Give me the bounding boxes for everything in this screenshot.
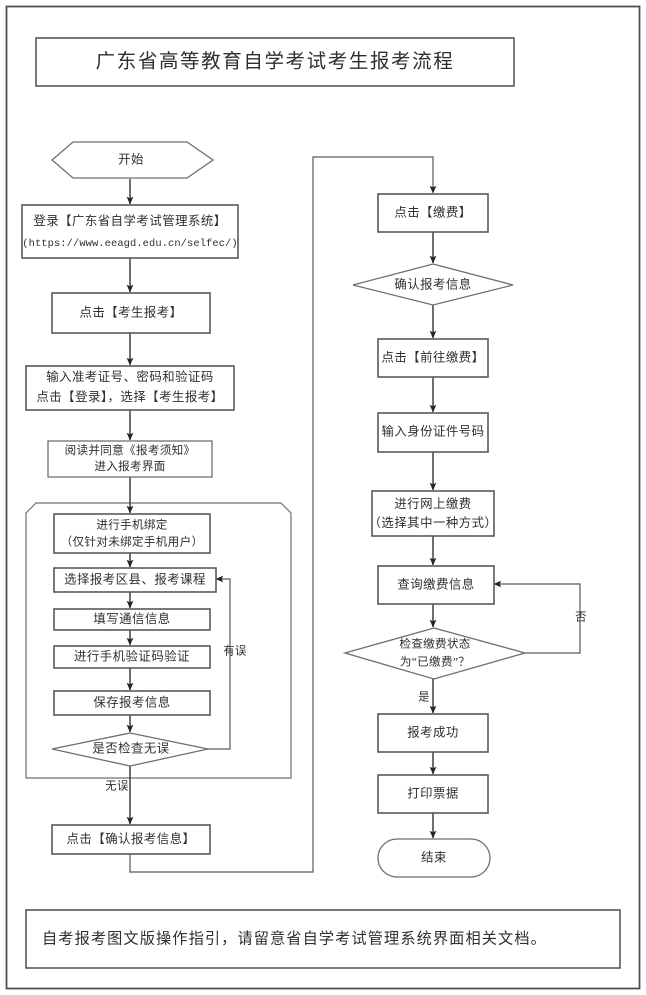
node-online-pay[interactable]: 进行网上缴费 （选择其中一种方式） — [369, 490, 498, 537]
node-select-course-label: 选择报考区县、报考课程 — [64, 571, 206, 586]
page-title: 广东省高等教育自学考试考生报考流程 — [96, 50, 455, 72]
node-check-paid-label2: 为“已缴费”？ — [400, 655, 470, 669]
node-read-notice-label: 阅读并同意《报考须知》 — [65, 443, 196, 457]
node-end-label: 结束 — [421, 850, 447, 864]
node-end[interactable]: 结束 — [377, 838, 491, 878]
node-bind-phone[interactable]: 进行手机绑定 （仅针对未绑定手机用户） — [53, 513, 211, 554]
node-bind-phone-label: 进行手机绑定 — [96, 518, 167, 532]
node-login-url: (https://www.eeagd.edu.cn/selfec/) — [22, 238, 237, 250]
page-border — [5, 5, 641, 990]
node-success-label: 报考成功 — [407, 724, 459, 739]
node-start-label: 开始 — [118, 152, 144, 166]
node-goto-pay[interactable]: 点击【前往缴费】 — [377, 338, 489, 378]
node-verify-sms[interactable]: 进行手机验证码验证 — [53, 645, 211, 669]
connector-check-ok-youwu-loop — [208, 575, 231, 750]
node-confirm-info[interactable]: 点击【确认报考信息】 — [51, 824, 211, 855]
node-print-label: 打印票据 — [407, 786, 459, 800]
edge-label-shi: 是 — [418, 691, 430, 704]
connector-confirm-info-to-click-pay — [129, 156, 437, 873]
node-check-paid-label: 检查缴费状态 — [399, 637, 470, 651]
node-fill-contact-label: 填写通信信息 — [93, 611, 170, 626]
node-save-info-label: 保存报考信息 — [93, 694, 170, 709]
node-select-course[interactable]: 选择报考区县、报考课程 — [53, 567, 217, 593]
node-online-pay-label: 进行网上缴费 — [394, 496, 471, 511]
node-login-label: 登录【广东省自学考试管理系统】 — [33, 213, 226, 228]
node-input-creds[interactable]: 输入准考证号、密码和验证码 点击【登录】，选择【考生报考】 — [25, 365, 235, 411]
footer-note: 自考报考图文版操作指引，请留意省自学考试管理系统界面相关文档。 — [42, 929, 547, 947]
node-confirm-baokao[interactable]: 确认报考信息 — [352, 263, 514, 306]
connector-check-paid-fou-loop — [493, 580, 581, 654]
node-confirm-info-label: 点击【确认报考信息】 — [67, 831, 196, 846]
node-online-pay-label2: （选择其中一种方式） — [369, 515, 498, 530]
node-bind-phone-label2: （仅针对未绑定手机用户） — [61, 535, 204, 549]
node-fill-contact[interactable]: 填写通信信息 — [53, 608, 211, 631]
node-input-id[interactable]: 输入身份证件号码 — [377, 412, 489, 453]
edge-label-wuwu: 无误 — [105, 780, 129, 793]
title-box — [35, 37, 515, 87]
node-query-pay[interactable]: 查询缴费信息 — [377, 565, 495, 605]
node-input-creds-label2: 点击【登录】，选择【考生报考】 — [36, 389, 223, 404]
node-click-pay-label: 点击【缴费】 — [394, 204, 471, 219]
node-click-baokao-label: 点击【考生报考】 — [79, 304, 182, 319]
node-success[interactable]: 报考成功 — [377, 713, 489, 753]
node-save-info[interactable]: 保存报考信息 — [53, 690, 211, 716]
node-verify-sms-label: 进行手机验证码验证 — [74, 648, 190, 663]
node-query-pay-label: 查询缴费信息 — [397, 576, 474, 591]
node-input-creds-label: 输入准考证号、密码和验证码 — [46, 369, 214, 384]
node-check-paid[interactable]: 检查缴费状态 为“已缴费”？ — [342, 627, 528, 680]
footer-box — [25, 909, 621, 969]
node-click-pay[interactable]: 点击【缴费】 — [377, 193, 489, 233]
node-login[interactable]: 登录【广东省自学考试管理系统】 (https://www.eeagd.edu.c… — [21, 204, 239, 259]
edge-label-fou: 否 — [575, 612, 587, 624]
node-input-id-label: 输入身份证件号码 — [381, 423, 484, 438]
group-container-registration-steps — [25, 502, 292, 779]
node-confirm-baokao-label: 确认报考信息 — [394, 276, 471, 291]
node-check-ok-label: 是否检查无误 — [92, 740, 169, 755]
edge-label-youwu: 有误 — [223, 644, 247, 658]
node-click-baokao[interactable]: 点击【考生报考】 — [51, 292, 211, 334]
node-check-ok[interactable]: 是否检查无误 — [51, 732, 209, 767]
node-read-notice-label2: 进入报考界面 — [94, 459, 165, 473]
node-goto-pay-label: 点击【前往缴费】 — [381, 349, 484, 364]
node-start[interactable]: 开始 — [51, 141, 215, 179]
node-print[interactable]: 打印票据 — [377, 774, 489, 814]
node-read-notice[interactable]: 阅读并同意《报考须知》 进入报考界面 — [47, 440, 213, 478]
